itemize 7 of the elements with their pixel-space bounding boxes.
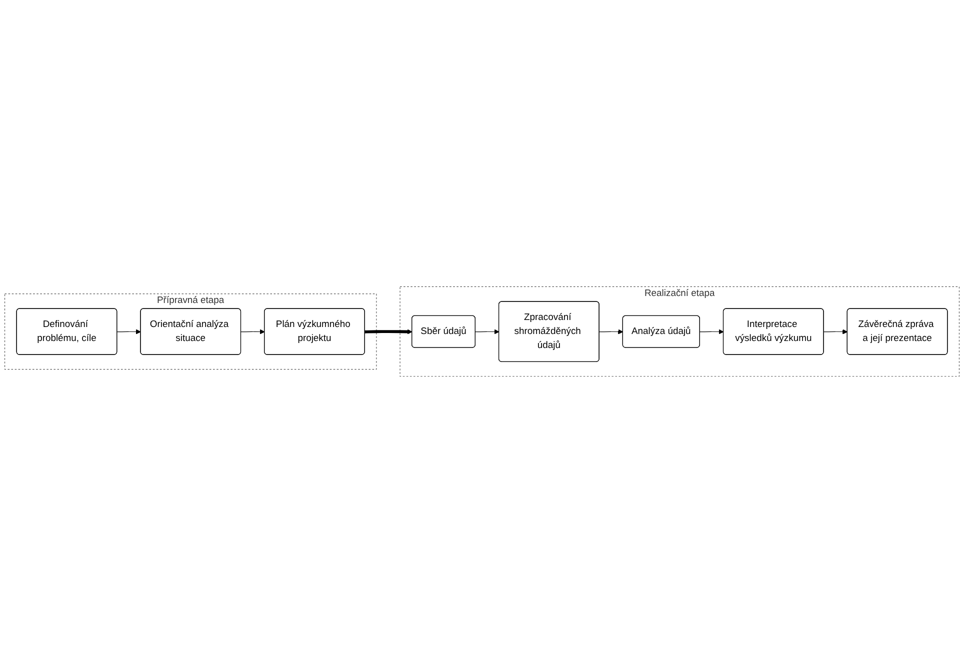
arrow	[116, 330, 141, 335]
arrow	[240, 330, 265, 335]
arrow	[599, 330, 624, 335]
arrow	[475, 330, 500, 335]
arrow	[364, 330, 412, 335]
arrow	[824, 330, 848, 335]
arrow	[700, 330, 724, 335]
